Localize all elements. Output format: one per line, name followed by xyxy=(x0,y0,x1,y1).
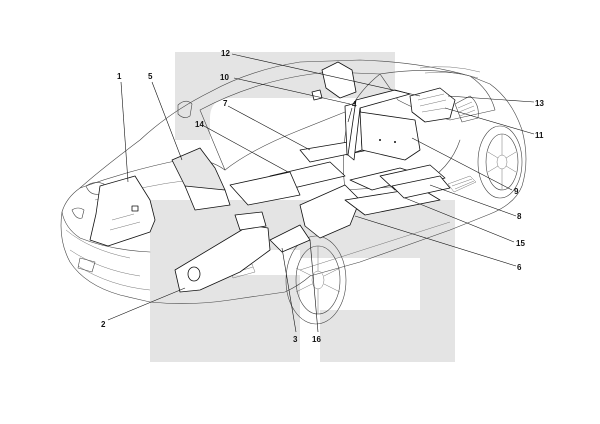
callout-10: 10 xyxy=(220,73,229,82)
insulation-parts xyxy=(89,61,456,293)
callout-14: 14 xyxy=(195,120,204,129)
rear-wheel xyxy=(477,125,523,199)
callout-4: 4 xyxy=(352,100,357,109)
callout-15: 15 xyxy=(516,239,525,248)
callout-3: 3 xyxy=(293,335,298,344)
callout-labels: 1 2 3 4 5 6 7 8 9 10 11 12 13 14 15 16 xyxy=(101,49,544,344)
callout-11: 11 xyxy=(535,131,544,140)
leader-lines xyxy=(107,53,535,333)
callout-5: 5 xyxy=(148,72,153,81)
callout-7: 7 xyxy=(223,99,228,108)
callout-8: 8 xyxy=(517,212,522,221)
callout-6: 6 xyxy=(517,263,522,272)
callout-12: 12 xyxy=(221,49,230,58)
callout-9: 9 xyxy=(514,187,519,196)
front-wheel xyxy=(285,235,347,325)
callout-2: 2 xyxy=(101,320,106,329)
callout-16: 16 xyxy=(312,335,321,344)
callout-13: 13 xyxy=(535,99,544,108)
callout-1: 1 xyxy=(117,72,122,81)
